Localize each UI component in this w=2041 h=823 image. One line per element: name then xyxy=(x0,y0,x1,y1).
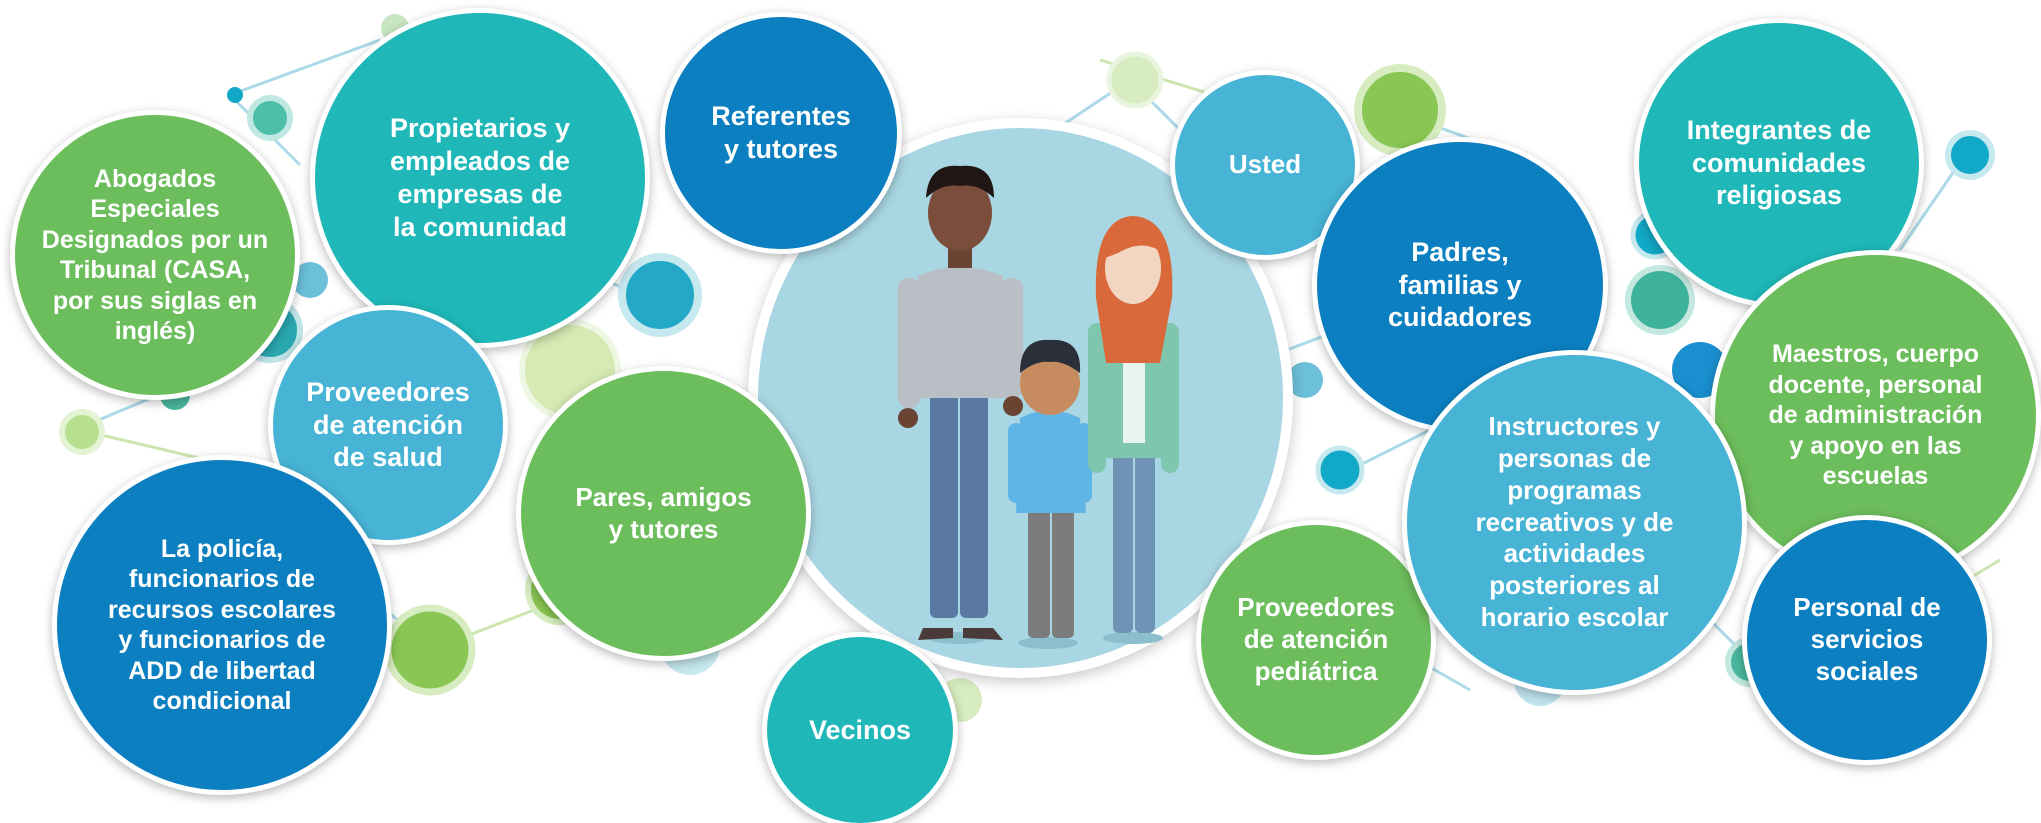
node-referentes: Referentes y tutores xyxy=(660,12,902,254)
small-boy-figure xyxy=(1008,339,1092,649)
node-servicios: Personal de servicios sociales xyxy=(1742,515,1992,765)
youth-figures-illustration xyxy=(898,165,1179,649)
node-propietarios: Propietarios y empleados de empresas de … xyxy=(310,8,650,348)
center-illustration xyxy=(748,118,1293,678)
node-pediatrica: Proveedores de atención pediátrica xyxy=(1196,520,1436,760)
node-policia: La policía, funcionarios de recursos esc… xyxy=(52,455,392,795)
girl-figure xyxy=(1088,216,1179,644)
node-integrantes: Integrantes de comunidades religiosas xyxy=(1634,18,1924,308)
node-proveedores-salud: Proveedores de atención de salud xyxy=(268,305,508,545)
node-usted: Usted xyxy=(1170,70,1360,260)
node-abogados: Abogados Especiales Designados por un Tr… xyxy=(10,110,300,400)
node-instructores: Instructores y personas de programas rec… xyxy=(1402,350,1747,695)
tall-boy-figure xyxy=(898,165,1023,644)
node-pares: Pares, amigos y tutores xyxy=(516,366,811,661)
node-vecinos: Vecinos xyxy=(762,632,958,823)
